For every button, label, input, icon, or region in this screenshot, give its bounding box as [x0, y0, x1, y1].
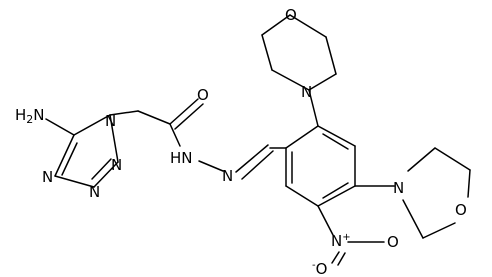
nitro-left-oxygen-label: -O	[312, 260, 327, 277]
tetrazole-n1-label: N	[105, 112, 116, 130]
tetrazole-n4-label: N	[42, 168, 53, 186]
tetrazole-n3-label: N	[89, 183, 100, 201]
amino-nitrogen-label: H2N	[15, 106, 45, 126]
bond-lines	[45, 14, 471, 266]
right-morpholine-oxygen-label: O	[455, 201, 467, 219]
nitro-nitrogen-label: N+	[331, 232, 351, 250]
imine-nitrogen-label: N	[222, 167, 233, 185]
hydrazide-nh-label: HN	[170, 149, 193, 167]
right-morpholine-nitrogen-label: N	[393, 179, 404, 197]
carbonyl-oxygen-label: O	[197, 86, 209, 104]
top-morpholine-oxygen-label: O	[285, 6, 297, 24]
atom-labels: H2N N N N N O HN N O N N O N+ O -O	[15, 6, 467, 277]
top-morpholine-nitrogen-label: N	[301, 83, 312, 101]
nitro-top-oxygen-label: O	[387, 233, 399, 251]
tetrazole-n2-label: N	[111, 156, 122, 174]
